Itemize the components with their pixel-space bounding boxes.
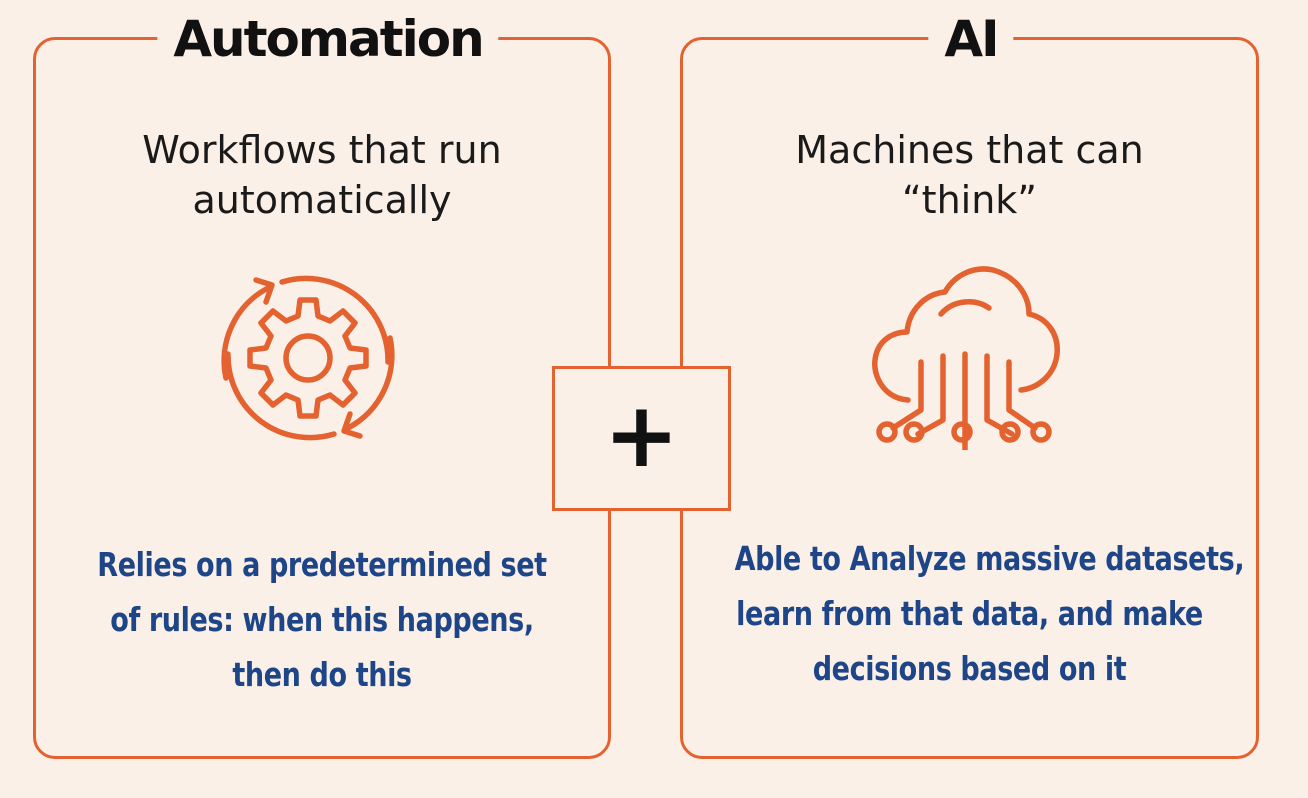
ai-panel: AI Machines that can “think” Able to Ana… (680, 6, 1259, 759)
automation-subtitle: Workflows that run automatically (36, 125, 608, 225)
ai-description: Able to Analyze massive datasets, learn … (734, 531, 1245, 696)
ai-subtitle-line-2: “think” (901, 178, 1037, 222)
automation-panel: Automation Workflows that run automatica… (33, 6, 611, 759)
automation-subtitle-line-1: Workflows that run (142, 128, 502, 172)
ai-description-line-1: Able to Analyze massive datasets, (734, 539, 1245, 578)
automation-description-line-2: of rules: when this happens, (110, 600, 534, 639)
automation-subtitle-line-2: automatically (192, 178, 452, 222)
ai-description-line-3: decisions based on it (812, 649, 1127, 688)
automation-description-line-1: Relies on a predetermined set (97, 545, 547, 584)
automation-description: Relies on a predetermined set of rules: … (87, 537, 556, 702)
ai-subtitle-line-1: Machines that can (795, 128, 1144, 172)
automation-title: Automation (157, 6, 499, 72)
ai-subtitle: Machines that can “think” (683, 125, 1256, 225)
automation-description-line-3: then do this (232, 655, 412, 694)
ai-title: AI (928, 6, 1014, 72)
gear-with-circular-arrows-icon (221, 275, 395, 441)
plus-icon: + (603, 382, 680, 488)
plus-connector-box: + (552, 366, 731, 511)
ai-description-line-2: learn from that data, and make (736, 594, 1203, 633)
circuit-nodes-icon (903, 421, 1021, 443)
